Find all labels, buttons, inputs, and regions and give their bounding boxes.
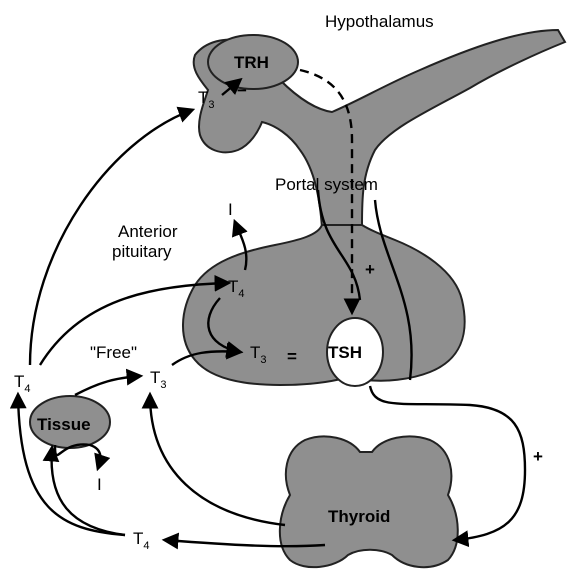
t4-plasma-bottom-label: T4 (133, 529, 150, 552)
pituitary-label: pituitary (112, 242, 172, 261)
tissue-label: Tissue (37, 415, 91, 434)
portal-system-label: Portal system (275, 175, 378, 194)
anterior-label: Anterior (118, 222, 178, 241)
minus-sign-hypothalamus: − (237, 81, 247, 100)
thyroid-label: Thyroid (328, 507, 390, 526)
iodide-pituitary-label: I (228, 200, 233, 219)
plus-sign-thyroid: + (533, 447, 543, 466)
bottom-t4-to-tissue-arrow (52, 448, 125, 535)
iodide-tissue-label: I (97, 475, 102, 494)
free-label: "Free" (90, 343, 137, 362)
inhibit-sign-pituitary: = (287, 347, 297, 366)
plus-sign-portal: + (365, 260, 375, 279)
t3-free-label: T3 (150, 368, 167, 391)
thyroid-shape (280, 436, 458, 567)
thyroid-to-t3-arrow (150, 395, 285, 525)
anterior-pituitary-shape (183, 225, 465, 385)
trh-label: TRH (234, 53, 269, 72)
t4-plasma-left-label: T4 (14, 372, 31, 395)
hypothalamus-label: Hypothalamus (325, 12, 434, 31)
tsh-label: TSH (328, 343, 362, 362)
tissue-to-t3-arrow (75, 376, 140, 395)
